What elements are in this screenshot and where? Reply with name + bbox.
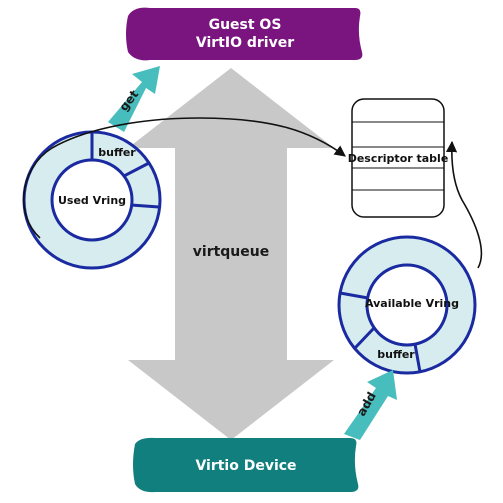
used-vring-divider (123, 161, 150, 178)
used-to-descriptor-connector (23, 117, 346, 239)
add-arrow: add (344, 370, 397, 440)
add-arrow-shape (344, 370, 397, 440)
available-vring-inner (365, 263, 449, 347)
available-vring: buffer Available Vring (337, 235, 477, 375)
used-vring: buffer Used Vring (22, 130, 162, 270)
get-arrow-shape (108, 66, 160, 132)
available-vring-buffer-label: buffer (377, 348, 415, 361)
virtio-device-banner (133, 437, 359, 493)
guest-os-title: Guest OS (209, 17, 282, 33)
descriptor-table-box (351, 98, 445, 218)
available-to-descriptor-connector (445, 140, 483, 269)
used-vring-divider (130, 203, 160, 209)
used-vring-label: Used Vring (58, 194, 126, 207)
used-vring-buffer-label: buffer (98, 146, 136, 159)
descriptor-table-label: Descriptor table (348, 152, 449, 165)
available-vring-label: Available Vring (365, 297, 459, 310)
virtqueue-arrow (128, 68, 334, 440)
available-vring-divider (353, 326, 376, 350)
virtio-device-label: Virtio Device (195, 458, 296, 474)
guest-os-subtitle: VirtIO driver (196, 35, 294, 51)
virtqueue-label: virtqueue (193, 244, 269, 260)
guest-os-banner (126, 7, 363, 61)
descriptor-table: Descriptor table (348, 98, 449, 218)
available-vring-divider (339, 291, 369, 300)
available-vring-divider (413, 343, 422, 373)
